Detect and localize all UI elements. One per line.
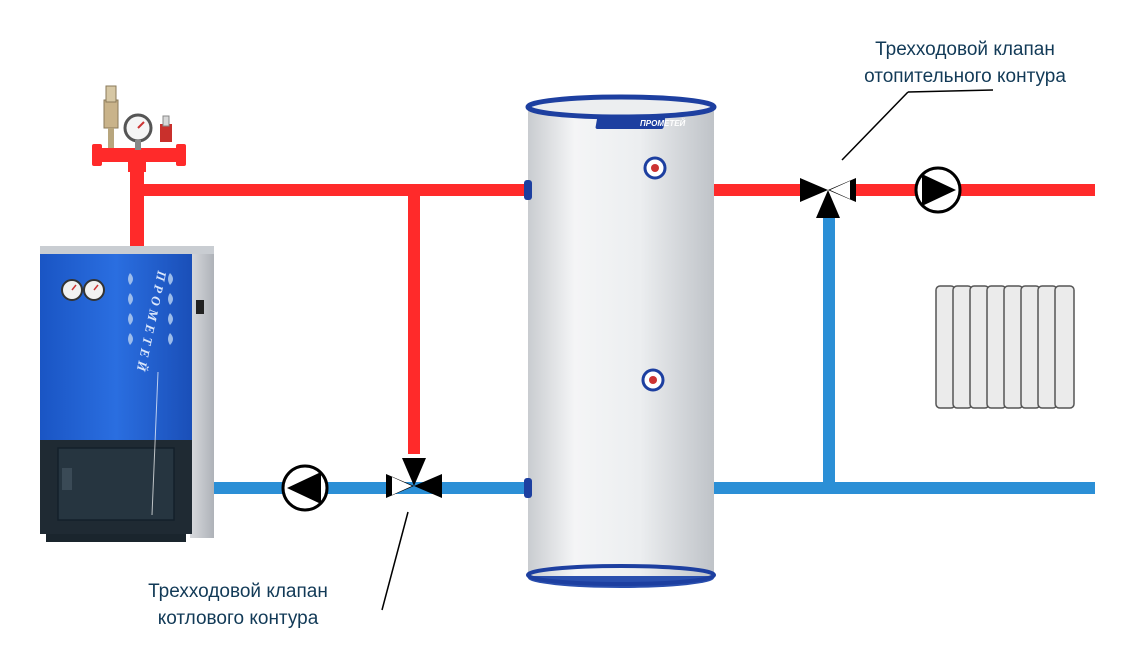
hot-outlet-pipe (714, 184, 810, 196)
solid-fuel-boiler-icon: ПРОМЕТЕЙ (40, 246, 214, 542)
tank-coil-inlet (524, 180, 532, 200)
heating-valve-callout: Трехходовой клапан отопительного контура (840, 36, 1090, 90)
hot-main-pipe (130, 184, 528, 196)
safety-group-icon (92, 85, 186, 172)
heating-return-pipe (714, 482, 1095, 494)
boiler-return-pipe (212, 482, 528, 494)
tank-logo-badge: ПРОМЕТЕЙ (595, 117, 686, 129)
boiler-valve-leader-line (381, 511, 409, 611)
hot-supply-pipes (130, 150, 1095, 454)
heating-valve-leader-line-2 (841, 91, 909, 161)
indirect-heating-tank-icon: ПРОМЕТЕЙ (524, 94, 717, 588)
circulation-pump-icon (914, 166, 962, 214)
three-way-valve-icon (386, 458, 442, 498)
bypass-pipe (408, 184, 420, 454)
radiator-icon (935, 285, 1075, 409)
boiler-flame-decor-icon (128, 273, 173, 345)
heating-valve-leader-line (907, 89, 994, 93)
heating-valve-callout-line1: Трехходовой клапан (875, 39, 1055, 60)
boiler-valve-callout-line2: котлового контура (157, 608, 319, 629)
heating-valve-callout-line2: отопительного контура (864, 66, 1066, 87)
boiler-valve-callout: Трехходовой клапан котлового контура (118, 578, 358, 632)
heating-supply-pipe (845, 184, 1095, 196)
boiler-valve-callout-line1: Трехходовой клапан (148, 581, 328, 602)
tank-coil-outlet (524, 478, 532, 498)
circulation-pump-icon (281, 464, 329, 512)
mixing-pipe (823, 212, 835, 492)
boiler-riser-pipe (130, 150, 144, 250)
tank-brand-text: ПРОМЕТЕЙ (640, 119, 686, 128)
three-way-valve-icon (800, 178, 856, 218)
